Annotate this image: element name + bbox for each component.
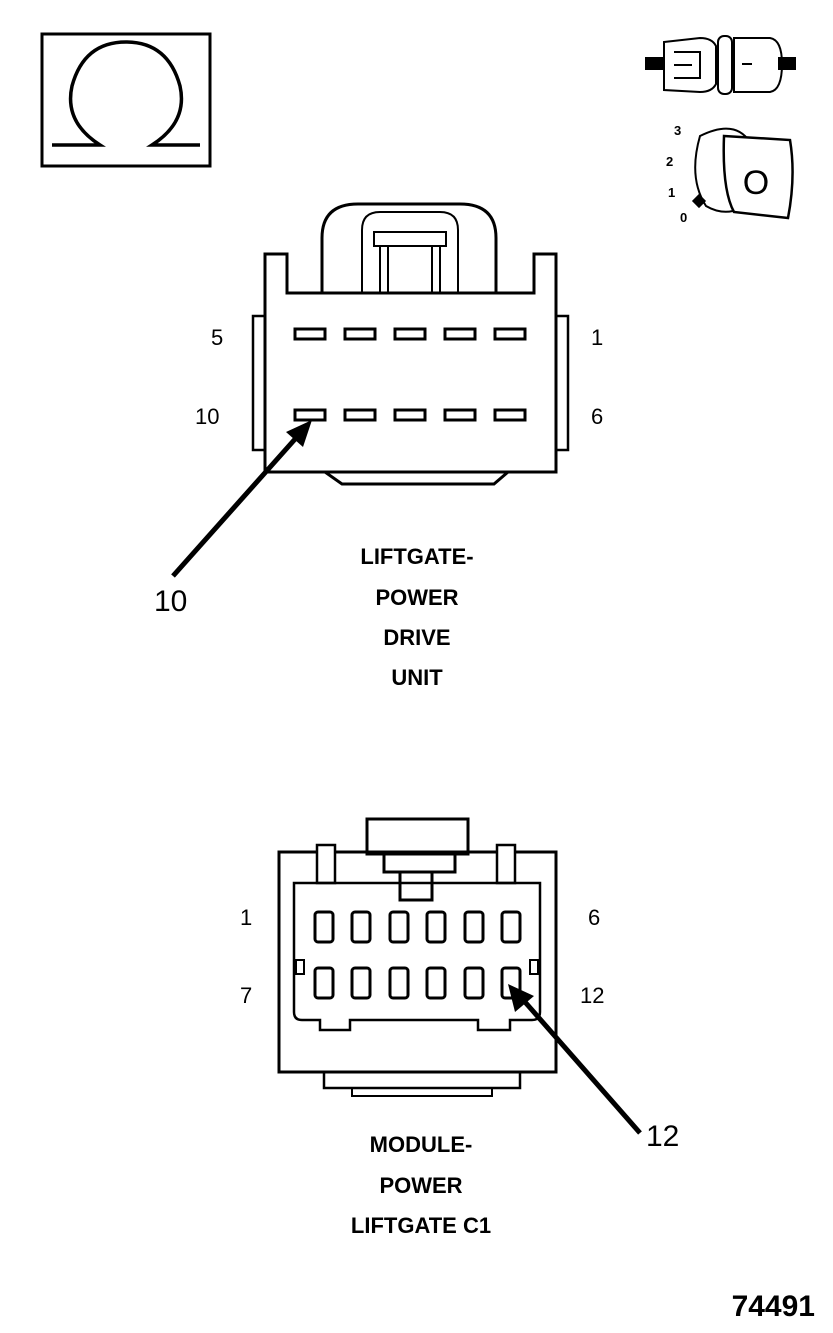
callout-arrow-pin-12 bbox=[508, 984, 642, 1135]
connector1-pin-label-1: 1 bbox=[591, 325, 603, 350]
connector1-title-line-3: DRIVE bbox=[383, 625, 450, 650]
figure-number: 74491 bbox=[732, 1290, 815, 1323]
ignition-position-2: 2 bbox=[666, 154, 673, 169]
disconnected-connector-icon bbox=[645, 35, 796, 95]
connector1-pin-label-10: 10 bbox=[195, 404, 219, 429]
connector1-title-line-4: UNIT bbox=[391, 665, 443, 690]
connector2-callout-number: 12 bbox=[646, 1120, 679, 1153]
ignition-key-icon: O 3 2 1 0 bbox=[666, 123, 794, 225]
connector2-pin-label-7: 7 bbox=[240, 983, 252, 1008]
ohmmeter-symbol-text: Ω bbox=[126, 149, 127, 151]
ignition-position-0: 0 bbox=[680, 210, 687, 225]
liftgate-power-drive-unit-connector bbox=[251, 202, 570, 486]
connector2-title-line-1: MODULE- bbox=[370, 1132, 473, 1157]
connector1-pin-label-5: 5 bbox=[211, 325, 223, 350]
ignition-position-1: 1 bbox=[668, 185, 675, 200]
ohmmeter-icon bbox=[40, 32, 212, 168]
key-letter: O bbox=[743, 164, 769, 202]
connector2-pin-label-12: 12 bbox=[580, 983, 604, 1008]
connector1-pin-label-6: 6 bbox=[591, 404, 603, 429]
ignition-position-3: 3 bbox=[674, 123, 681, 138]
connector1-title-line-2: POWER bbox=[375, 585, 458, 610]
connector2-pin-label-1: 1 bbox=[240, 905, 252, 930]
module-power-liftgate-c1-connector bbox=[277, 817, 558, 1097]
connector1-title-line-1: LIFTGATE- bbox=[360, 544, 473, 569]
connector2-pin-label-6: 6 bbox=[588, 905, 600, 930]
connector1-callout-number: 10 bbox=[154, 585, 187, 618]
callout-arrow-pin-10 bbox=[171, 420, 312, 578]
connector2-title: MODULE- POWER LIFTGATE C1 bbox=[351, 1132, 491, 1238]
connector1-title: LIFTGATE- POWER DRIVE UNIT bbox=[360, 544, 473, 690]
connector2-title-line-3: LIFTGATE C1 bbox=[351, 1213, 491, 1238]
connector2-title-line-2: POWER bbox=[379, 1173, 462, 1198]
